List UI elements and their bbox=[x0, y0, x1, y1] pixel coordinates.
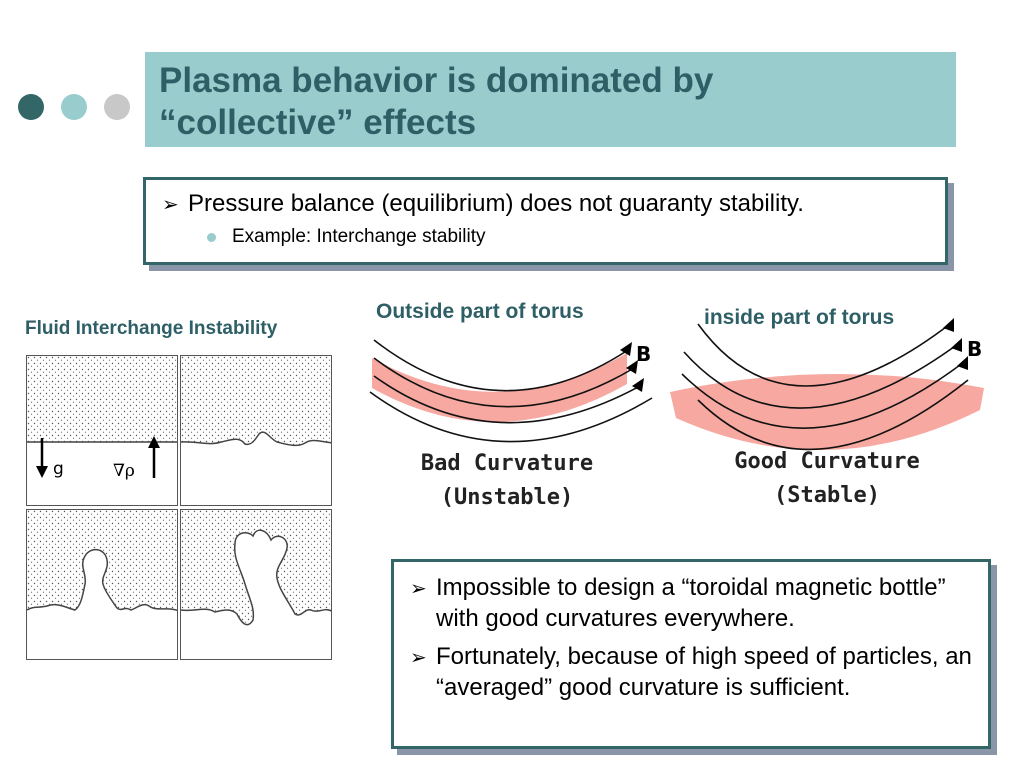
interchange-panel-2 bbox=[180, 355, 332, 506]
field-label-good: B bbox=[967, 337, 982, 361]
slide-title: Plasma behavior is dominated by “collect… bbox=[159, 61, 714, 142]
good-curvature-caption: Good Curvature (Stable) bbox=[712, 445, 942, 513]
averaged-curvature-text: Fortunately, because of high speed of pa… bbox=[436, 643, 972, 701]
interchange-panel-3 bbox=[26, 509, 178, 660]
plasma-band bbox=[372, 353, 627, 423]
arrow-bullet-icon: ➢ bbox=[410, 578, 427, 600]
panel-3-drawing bbox=[27, 510, 177, 612]
pressure-balance-text: Pressure balance (equilibrium) does not … bbox=[188, 190, 804, 217]
arrow-bullet-icon: ➢ bbox=[162, 194, 179, 216]
decor-dot-3 bbox=[104, 94, 130, 120]
bad-curvature-diagram: B bbox=[369, 339, 653, 443]
panel-2-drawing bbox=[181, 356, 331, 447]
toroidal-bottle-text: Impossible to design a “toroidal magneti… bbox=[436, 574, 946, 632]
interchange-panel-4 bbox=[180, 509, 332, 660]
decor-dot-2 bbox=[61, 94, 87, 120]
good-curvature-title: Good Curvature bbox=[734, 449, 920, 474]
sub-bullet-dot-icon bbox=[207, 232, 216, 242]
toroidal-bottle-box: ➢ Impossible to design a “toroidal magne… bbox=[391, 559, 991, 749]
gravity-label: g bbox=[53, 459, 64, 479]
sub-bullet-row: Example: Interchange stability bbox=[207, 226, 929, 248]
panel-1-drawing: g ∇ρ bbox=[27, 356, 177, 481]
good-curvature-diagram: B bbox=[670, 318, 984, 451]
interchange-example-text: Example: Interchange stability bbox=[232, 226, 486, 247]
outside-torus-label: Outside part of torus bbox=[376, 300, 584, 323]
fluid-interchange-label: Fluid Interchange Instability bbox=[25, 318, 278, 339]
panel-4-drawing bbox=[181, 510, 331, 626]
interchange-panel-1: g ∇ρ bbox=[26, 355, 178, 506]
good-curvature-stability: (Stable) bbox=[774, 483, 880, 508]
bullet-row: ➢ Fortunately, because of high speed of … bbox=[410, 641, 972, 703]
title-bar: Plasma behavior is dominated by “collect… bbox=[145, 52, 956, 147]
bad-curvature-caption: Bad Curvature (Unstable) bbox=[392, 447, 622, 515]
bullet-row: ➢ Pressure balance (equilibrium) does no… bbox=[162, 190, 929, 218]
arrow-bullet-icon: ➢ bbox=[410, 647, 427, 669]
decor-dot-1 bbox=[18, 94, 44, 120]
density-gradient-label: ∇ρ bbox=[113, 461, 135, 481]
equilibrium-box: ➢ Pressure balance (equilibrium) does no… bbox=[143, 177, 948, 265]
bullet-row: ➢ Impossible to design a “toroidal magne… bbox=[410, 572, 972, 634]
inside-torus-label: inside part of torus bbox=[704, 306, 895, 329]
bad-curvature-stability: (Unstable) bbox=[440, 485, 574, 510]
bad-curvature-title: Bad Curvature bbox=[420, 451, 594, 476]
plasma-band bbox=[670, 373, 984, 451]
field-label-bad: B bbox=[636, 342, 651, 366]
